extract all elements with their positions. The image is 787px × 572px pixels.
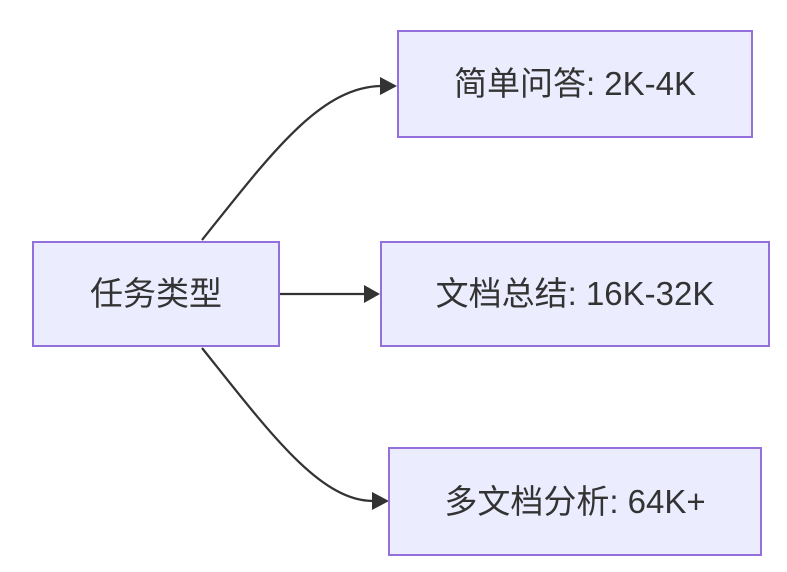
arrowhead-simple-qa	[380, 77, 397, 95]
node-doc-summary-label: 文档总结: 16K-32K	[435, 275, 715, 313]
node-simple-qa-label: 简单问答: 2K-4K	[453, 65, 697, 103]
node-task-type: 任务类型	[32, 241, 280, 347]
node-multi-doc-label: 多文档分析: 64K+	[444, 482, 706, 520]
node-multi-doc: 多文档分析: 64K+	[388, 447, 762, 556]
arrowhead-doc-summary	[364, 285, 380, 303]
node-simple-qa: 简单问答: 2K-4K	[397, 30, 753, 138]
edge-task-type-to-simple-qa	[201, 84, 382, 241]
node-task-type-label: 任务类型	[90, 275, 222, 313]
node-doc-summary: 文档总结: 16K-32K	[380, 241, 770, 347]
edge-task-type-to-multi-doc	[201, 347, 374, 503]
arrowhead-multi-doc	[372, 492, 389, 510]
